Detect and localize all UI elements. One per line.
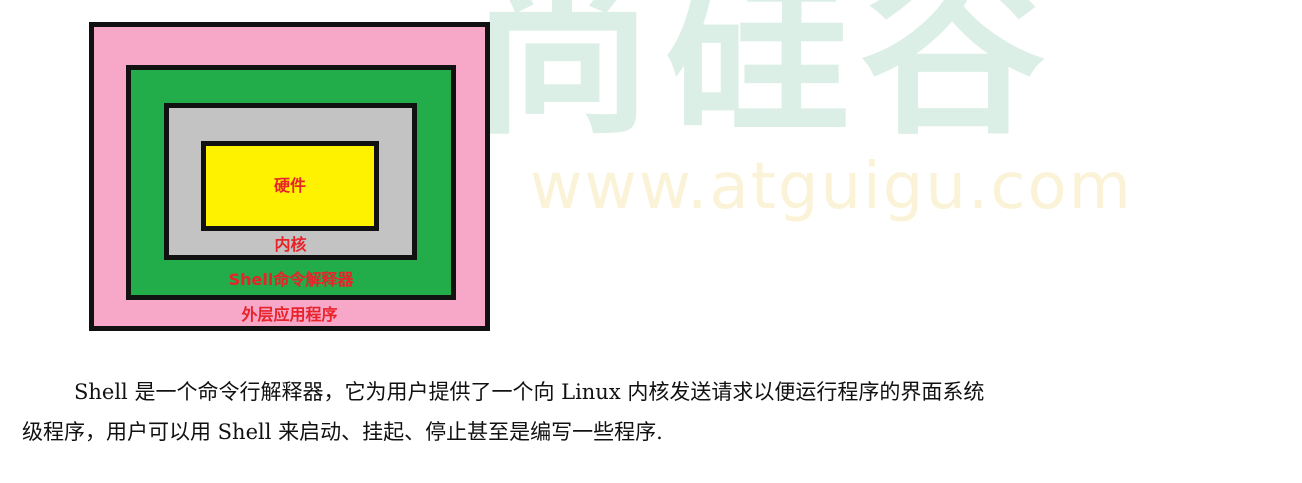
paragraph-line-1: Shell 是一个命令行解释器，它为用户提供了一个向 Linux 内核发送请求以… (74, 380, 985, 404)
paragraph-line-2: 级程序，用户可以用 Shell 来启动、挂起、停止甚至是编写一些程序. (22, 420, 663, 444)
watermark: 尚硅谷 www.atguigu.com (470, 0, 1170, 230)
hardware-label: 硬件 (273, 176, 306, 195)
hardware-layer (201, 141, 379, 231)
kernel-label: 内核 (274, 235, 307, 254)
outer-application-label: 外层应用程序 (241, 305, 338, 324)
description-paragraph: Shell 是一个命令行解释器，它为用户提供了一个向 Linux 内核发送请求以… (22, 372, 1252, 452)
shell-label: Shell命令解释器 (228, 270, 354, 289)
watermark-url: www.atguigu.com (530, 150, 1133, 224)
watermark-logo-glyphs: 尚硅谷 (470, 0, 1055, 160)
